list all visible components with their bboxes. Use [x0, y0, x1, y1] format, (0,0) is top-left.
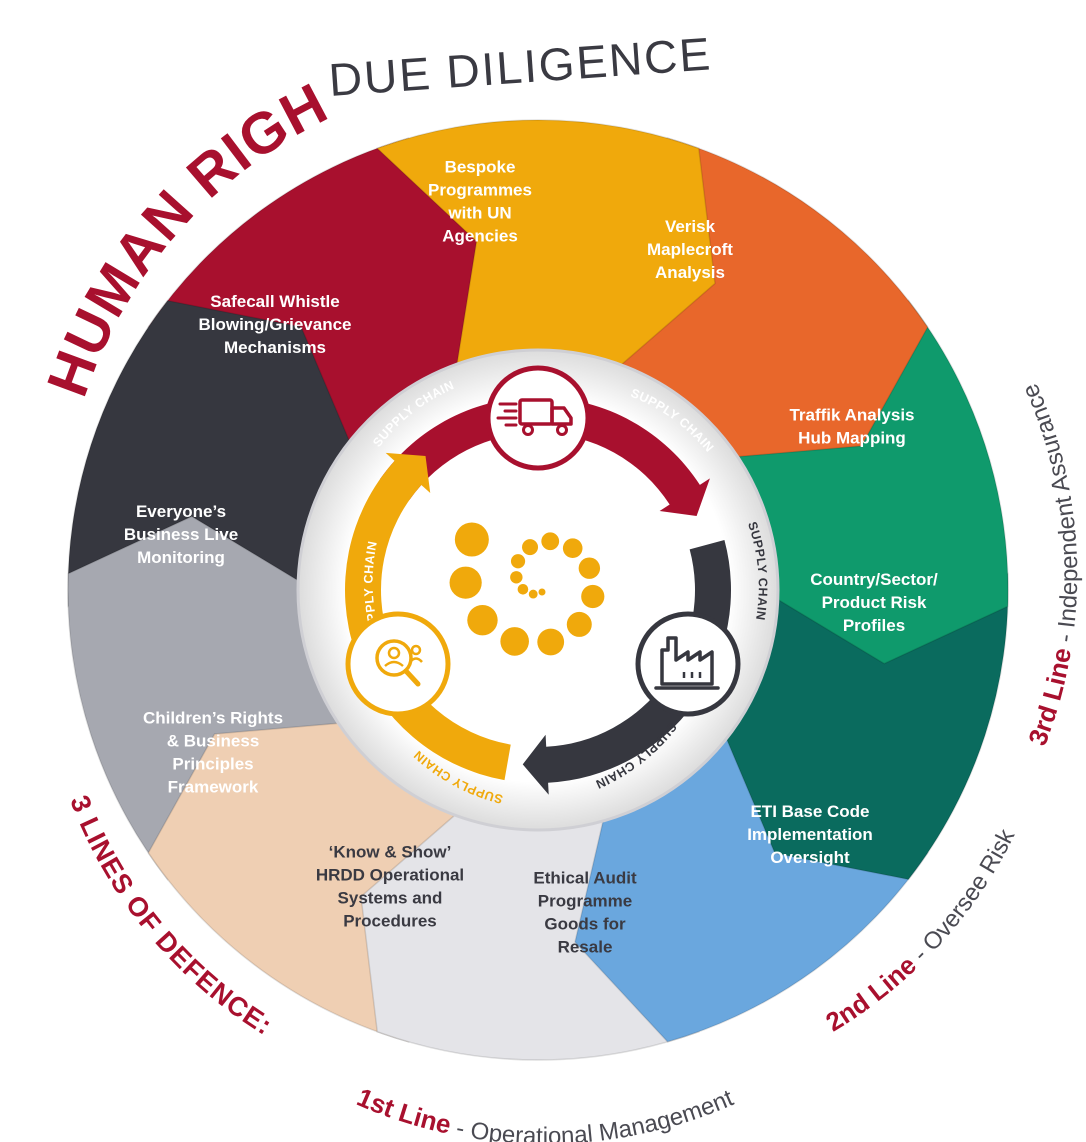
segment-label-line: Agencies — [442, 227, 518, 246]
spiral-dot — [454, 522, 489, 557]
segment-label-line: Analysis — [655, 263, 725, 282]
segment-label-line: Maplecroft — [647, 240, 733, 259]
spiral-dot — [467, 604, 498, 636]
spiral-dot — [510, 554, 526, 569]
factory-icon — [635, 611, 741, 717]
segment-label-line: Traffik Analysis — [789, 406, 914, 425]
third-line: 3rd Line - Independent Assurance — [1017, 380, 1084, 750]
spiral-dot — [517, 583, 529, 595]
segment-label-line: Profiles — [843, 616, 905, 635]
segment-label-line: Monitoring — [137, 548, 225, 567]
segment-label-line: Principles — [172, 755, 253, 774]
spiral-dot — [449, 566, 482, 599]
segment-label-line: Everyone’s — [136, 502, 226, 521]
wheel-segments — [67, 119, 1009, 1061]
people-search-icon — [345, 611, 451, 717]
segment-label-line: Business Live — [124, 525, 238, 544]
delivery-truck-icon — [485, 365, 591, 471]
third-line-light: - Independent Assurance — [1017, 380, 1084, 651]
segment-label-line: Mechanisms — [224, 338, 326, 357]
spiral-dot — [566, 611, 592, 637]
segment-label-line: Ethical Audit — [533, 869, 637, 888]
third-line-bold: 3rd Line — [1022, 646, 1077, 750]
segment-label-line: Hub Mapping — [798, 429, 906, 448]
segment-label-line: Procedures — [343, 912, 437, 931]
spiral-dot — [581, 584, 605, 609]
spiral-dots-logo — [449, 522, 605, 656]
first-line-light: - Operational Management — [447, 1084, 737, 1142]
segment-label-line: Framework — [168, 778, 259, 797]
segment-label-line: Blowing/Grievance — [198, 315, 351, 334]
spiral-dot — [522, 539, 539, 556]
segment-label-line: Programme — [538, 892, 632, 911]
cycle-arrow-red — [379, 397, 710, 517]
spiral-dot — [538, 588, 546, 596]
spiral-dot — [537, 628, 565, 656]
first-line-bold: 1st Line — [353, 1082, 454, 1140]
segment-label-line: Country/Sector/ — [810, 570, 938, 589]
title-light: DUE DILIGENCE — [327, 27, 714, 106]
segment-label-line: Goods for — [544, 915, 626, 934]
svg-text:1st Line - Operational Managem: 1st Line - Operational Management — [353, 1082, 738, 1142]
spiral-dot — [578, 557, 601, 579]
spiral-dot — [528, 589, 538, 599]
segment-label-line: Children’s Rights — [143, 709, 283, 728]
segment-label-line: Safecall Whistle — [210, 292, 339, 311]
spiral-dot — [562, 538, 583, 559]
segment-label-line: Oversight — [770, 848, 850, 867]
spiral-dot — [541, 532, 560, 551]
segment-label-line: Verisk — [665, 217, 716, 236]
segment-label-line: Product Risk — [822, 593, 927, 612]
segment-label-line: ‘Know & Show’ — [329, 843, 452, 862]
segment-label-line: Systems and — [338, 889, 443, 908]
segment-label-line: Programmes — [428, 181, 532, 200]
svg-text:3rd Line - Independent Assuran: 3rd Line - Independent Assurance — [1017, 380, 1084, 750]
spiral-dot — [510, 571, 523, 584]
segment-label-line: Bespoke — [445, 158, 516, 177]
second-line-bold: 2nd Line — [820, 950, 922, 1037]
segment-label-line: Resale — [558, 938, 613, 957]
segment-label-line: Implementation — [747, 825, 873, 844]
segment-label-line: with UN — [447, 204, 511, 223]
segment-label-line: HRDD Operational — [316, 866, 464, 885]
segment-label-line: & Business — [167, 732, 260, 751]
spiral-dot — [500, 627, 529, 656]
segment-label-line: ETI Base Code — [750, 802, 869, 821]
first-line: 1st Line - Operational Management — [353, 1082, 738, 1142]
